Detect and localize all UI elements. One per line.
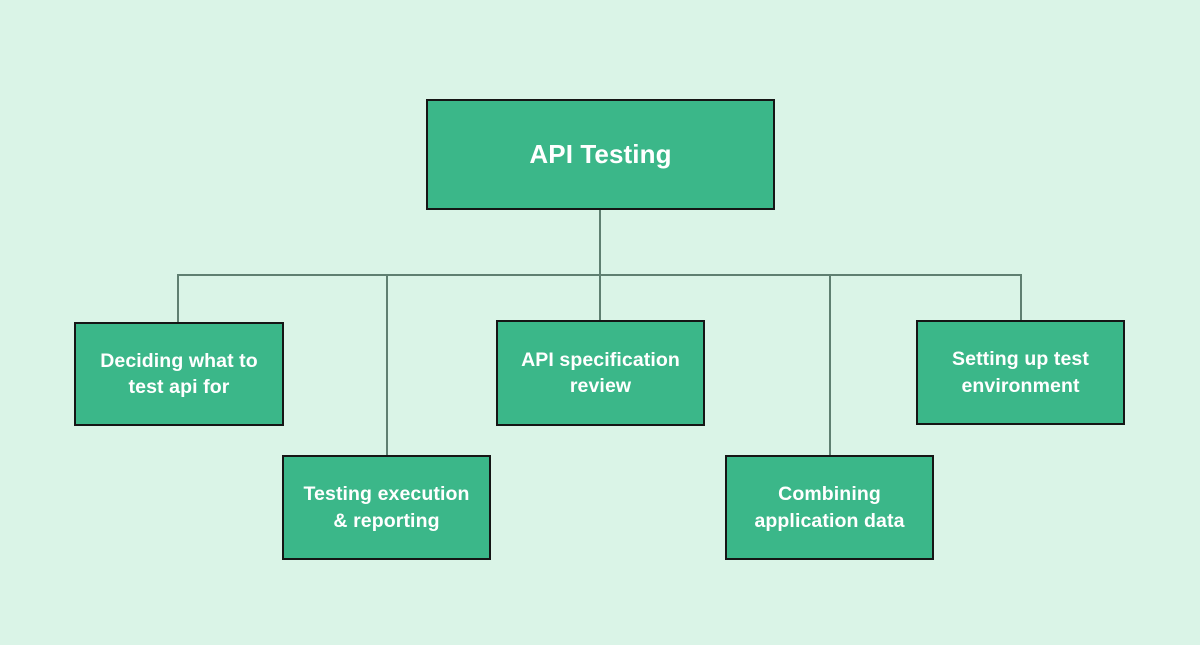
node-label: Combining application data — [754, 483, 905, 532]
node-api-specification-review[interactable]: API specification review — [496, 320, 705, 426]
node-label: Setting up test environment — [952, 348, 1089, 397]
node-root-label: API Testing — [529, 139, 672, 170]
node-testing-execution-reporting[interactable]: Testing execution & reporting — [282, 455, 491, 560]
node-setting-up-test-environment[interactable]: Setting up test environment — [916, 320, 1125, 425]
node-root-api-testing[interactable]: API Testing — [426, 99, 775, 210]
node-label: API specification review — [521, 348, 680, 397]
node-deciding-what-to-test[interactable]: Deciding what to test api for — [74, 322, 284, 426]
node-label: Deciding what to test api for — [100, 349, 258, 398]
node-label: Testing execution & reporting — [303, 483, 470, 532]
node-combining-application-data[interactable]: Combining application data — [725, 455, 934, 560]
